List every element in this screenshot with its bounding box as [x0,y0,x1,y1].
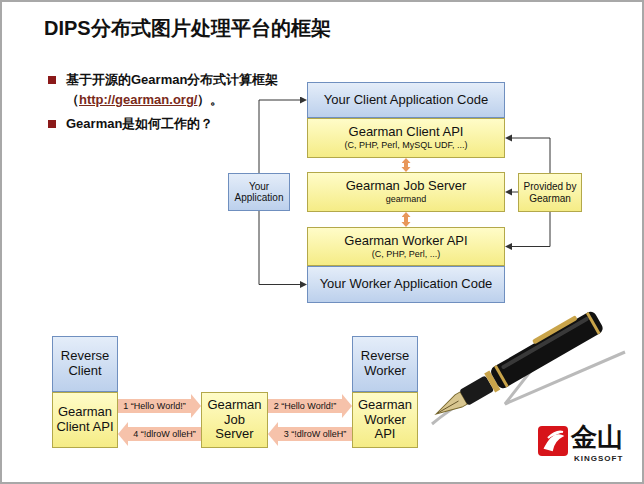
gearman-box: Gearman Job Server [201,392,268,448]
connector-arrow [259,100,300,173]
pen-nib [433,392,468,420]
gearman-box: Gearman Worker API [352,392,418,448]
gearman-box: Provided by Gearman [518,173,582,212]
box-subtitle: (C, PHP, Perl, ...) [372,249,440,259]
box-title: Gearman Job Server [205,398,264,443]
label-text: ）。 [197,92,223,107]
box-title: Gearman Client API [349,125,464,140]
connector-arrow [259,211,300,285]
bullet-square [48,120,56,128]
link-text: http://gearman.org/ [79,92,197,107]
connector-arrow [404,163,408,167]
application-box: Reverse Client [52,336,118,392]
connector-arrow [512,138,550,173]
connector-arrow [512,212,550,247]
gearman-box: Gearman Client API(C, PHP, Perl, MySQL U… [307,118,505,158]
box-title: Your Client Application Code [324,93,488,108]
label-text: KINGSOFT [574,454,623,463]
gearman-box: Gearman Job Servergearmand [307,172,505,212]
box-title: Provided by Gearman [522,181,578,204]
pen-band [586,312,601,334]
pen-body [489,310,605,391]
connector-arrow [404,217,408,222]
box-title: Gearman Worker API [344,234,467,249]
box-title: Gearman Worker API [356,398,414,443]
label-text: 金山 [571,422,623,452]
pen-nib-slit [438,401,459,413]
bullet-text: 基于开源的Gearman分布式计算框架（http://gearman.org/）… [66,70,302,110]
message-label: 4 “!dlroW olleH” [132,429,197,440]
message-arrow [128,427,201,441]
logo-text: 金山 [571,422,623,452]
message-label: 1 “Hello World!” [122,401,186,412]
box-title: Your Application [232,181,286,204]
box-title: Reverse Client [56,349,114,379]
application-box: Your Application [228,173,290,211]
bullet-text: Gearman是如何工作的？ [66,114,302,134]
bullet-square [48,76,56,84]
logo-swirl [545,432,563,450]
logo-icon [538,426,568,456]
message-arrow [278,427,352,441]
message-arrow [118,399,191,413]
box-subtitle: (C, PHP, Perl, MySQL UDF, ...) [344,140,467,150]
pen-band [494,365,509,387]
box-subtitle: gearmand [386,194,427,204]
box-title: Gearman Client API [56,405,114,435]
slide-title: DIPS分布式图片处理平台的框架 [44,15,331,42]
box-title: Your Worker Application Code [320,277,493,292]
message-arrow [268,399,342,413]
pen-highlight [501,316,590,369]
message-label: 2 “Hello World!” [273,401,337,412]
message-label: 3 “!dlroW olleH” [283,429,348,440]
gearman-box: Gearman Client API [52,392,118,448]
label-text: Gearman是如何工作的？ [66,116,213,131]
box-title: Reverse Worker [356,349,414,379]
box-title: Gearman Job Server [346,179,467,194]
logo-subtext: KINGSOFT [574,454,623,463]
fountain-pen [428,306,605,424]
application-box: Your Client Application Code [307,82,505,118]
application-box: Your Worker Application Code [307,266,505,303]
application-box: Reverse Worker [352,336,418,392]
gearman-box: Gearman Worker API(C, PHP, Perl, ...) [307,227,505,266]
